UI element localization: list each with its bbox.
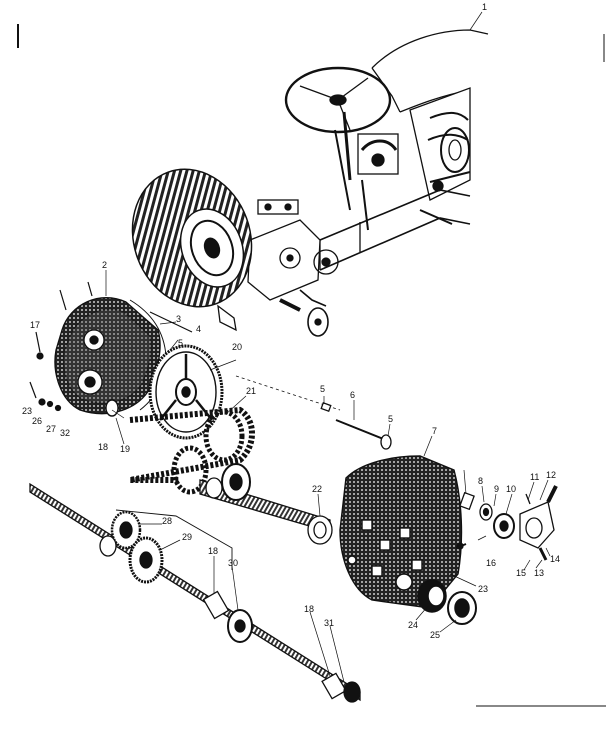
callout-26: 26 (32, 416, 42, 426)
leader-lines (105, 11, 551, 683)
callout-8: 8 (478, 476, 483, 486)
callout-3: 3 (176, 314, 181, 324)
callout-29: 29 (182, 532, 192, 542)
callout-5c: 5 (388, 414, 393, 424)
callout-16: 16 (486, 558, 496, 568)
callout-28: 28 (162, 516, 172, 526)
callout-2: 2 (102, 260, 107, 270)
callout-labels: 1 2 3 4 5 5 5 6 7 8 9 10 11 12 13 14 15 … (22, 2, 560, 640)
callout-6: 6 (350, 390, 355, 400)
callout-21: 21 (246, 386, 256, 396)
tractor-body (217, 29, 489, 337)
axle-assembly (29, 482, 361, 703)
callout-1: 1 (482, 2, 487, 12)
small-shaft-parts (320, 401, 392, 450)
callout-31: 31 (324, 618, 334, 628)
callout-23b: 23 (478, 584, 488, 594)
callout-12: 12 (546, 470, 556, 480)
callout-25: 25 (430, 630, 440, 640)
callout-27: 27 (46, 424, 56, 434)
callout-4: 4 (196, 324, 201, 334)
callout-13: 13 (534, 568, 544, 578)
callout-17: 17 (30, 320, 40, 330)
callout-22: 22 (312, 484, 322, 494)
shift-parts (455, 485, 558, 561)
callout-7: 7 (432, 426, 437, 436)
callout-14: 14 (550, 554, 560, 564)
rear-tire (131, 168, 253, 308)
callout-32: 32 (60, 428, 70, 438)
callout-18c: 18 (304, 604, 314, 614)
callout-11: 11 (530, 472, 539, 482)
chain-case-cover (54, 297, 167, 415)
callout-5b: 5 (320, 384, 325, 394)
callout-9: 9 (494, 484, 499, 494)
transmission-housing (339, 455, 463, 609)
callout-20: 20 (232, 342, 242, 352)
callout-19: 19 (120, 444, 130, 454)
callout-30: 30 (228, 558, 238, 568)
callout-23a: 23 (22, 406, 32, 416)
callout-18b: 18 (208, 546, 218, 556)
callout-15: 15 (516, 568, 526, 578)
cover-hardware (29, 281, 193, 412)
callout-5a: 5 (178, 338, 183, 348)
callout-18a: 18 (98, 442, 108, 452)
callout-10: 10 (506, 484, 516, 494)
callout-24: 24 (408, 620, 418, 630)
bearings (417, 579, 477, 625)
drive-chain (129, 406, 255, 495)
washer-22 (307, 515, 333, 545)
